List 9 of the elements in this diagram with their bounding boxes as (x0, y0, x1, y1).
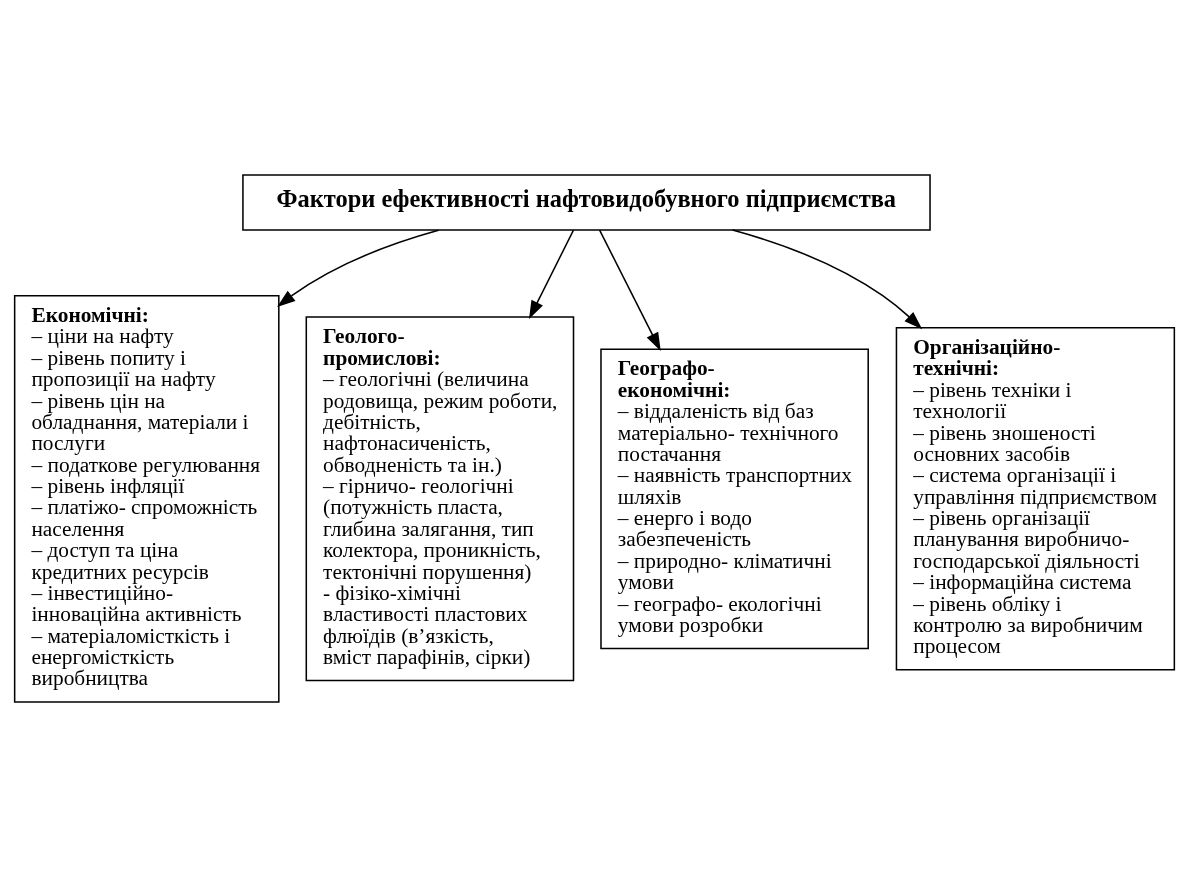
node-box: Організаційно- технічні: – рівень техніки і технології – рівень зношеності основних засобів – система організації і управління підприємством – рівень організації планування виробничо- господарської діяльності – інформаційна система – рівень обліку і контролю за виробничим процесом (895, 327, 1176, 671)
arrow (598, 229, 661, 352)
node-box: Географо- економічні: – віддаленість від баз матеріально- технічного постачання – наявність транспортних шляхів – енерго і водо забезпеченість – природно- кліматичні умови – географо- екологічні умови розробки (600, 348, 869, 650)
arrow (529, 229, 575, 320)
node-box: Економічні: – ціни на нафту – рівень попиту і пропозиції на нафту – рівень цін на обладнання, матеріали і послуги – податкове регулювання – рівень інфляції – платіжо- спроможність населення – доступ та ціна кредитних ресурсів – інвестиційно- інноваційна активність – матеріаломісткість і енергомісткість виробництва (13, 294, 280, 703)
arrow (731, 229, 923, 330)
node-box: Геолого- промислові: – геологічні (величина родовища, режим роботи, дебітність, нафтонасиченість, обводненість та ін.) – гірничо- геологічні (потужність пласта, глибина залягання, тип колектора, проникність, тектонічні порушення) - фізіко-хімічні властивості пластових флюїдів (в’язкість, вміст парафінів, сірки) (305, 316, 575, 682)
node-box: Фактори ефективності нафтовидобувного підприємства (242, 174, 931, 231)
arrow (277, 229, 440, 308)
